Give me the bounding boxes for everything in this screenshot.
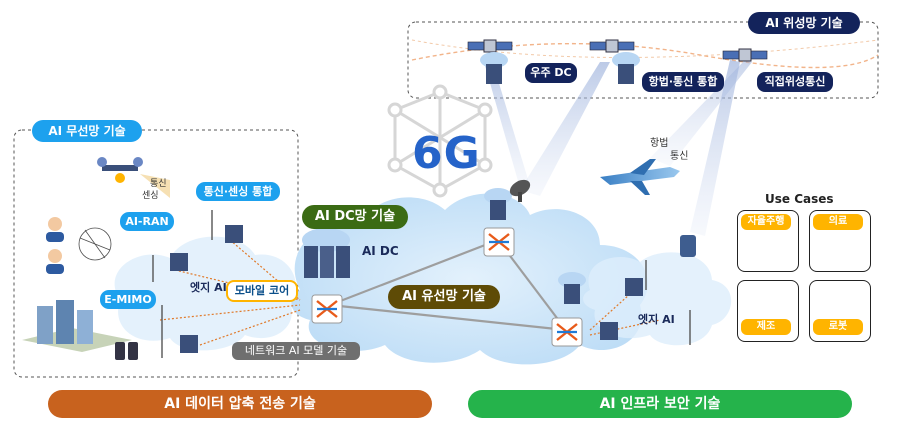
nav-comm-integration-label: 항법·통신 통합 (642, 72, 724, 92)
wireless-region (13, 129, 299, 378)
smartphone-icons (115, 235, 696, 360)
robot-label: 로봇 (813, 319, 863, 335)
satellite-tech-label: AI 위성망 기술 (748, 12, 860, 34)
satellite-icon-3 (722, 48, 768, 62)
orbit-line (411, 42, 879, 69)
ai-dc-net-label: AI DC망 기술 (302, 205, 408, 229)
nav-comm-server-icon (612, 52, 640, 84)
e-mimo-label: E-MIMO (100, 290, 156, 309)
router-icon-core-top (483, 227, 515, 257)
ai-dc-server-icon (302, 228, 350, 278)
comm-small-label: 통신 (150, 179, 167, 189)
ai-dc-label: AI DC (362, 244, 399, 258)
wireless-server-icons (170, 225, 643, 353)
manufacturing-label: 제조 (741, 319, 791, 335)
network-mesh-icon (387, 84, 493, 198)
ai-wired-label: AI 유선망 기술 (388, 285, 500, 309)
core-server-icon (484, 188, 512, 220)
use-cases-title: Use Cases (765, 192, 834, 206)
user-icon-1 (46, 217, 64, 242)
direct-satellite-label: 직접위성통신 (757, 72, 833, 92)
edge-ai-left-label: 엣지 AI (190, 281, 227, 294)
medical-label: 의료 (813, 214, 863, 230)
satellite-dish-icon (509, 179, 531, 202)
network-ai-model-label: 네트워크 AI 모델 기술 (232, 342, 360, 360)
ai-brain-icon (78, 227, 112, 261)
mobile-core-label: 모바일 코어 (226, 280, 298, 302)
space-dc-server-icon (480, 52, 508, 84)
edge-ai-right-label: 엣지 AI (638, 313, 675, 326)
drone-icon (97, 157, 143, 183)
space-dc-label: 우주 DC (525, 63, 577, 83)
autonomous-label: 자율주행 (741, 214, 791, 230)
infra-security-band: AI 인프라 보안 기술 (468, 390, 852, 418)
ai-ran-label: AI-RAN (120, 212, 174, 231)
edge-cloud (583, 252, 732, 346)
data-compress-band: AI 데이터 압축 전송 기술 (48, 390, 432, 418)
beam-4 (650, 60, 752, 166)
sensing-small-label: 센싱 (142, 191, 159, 201)
antenna-tower-icons (152, 210, 691, 358)
satellite-icon-2 (589, 39, 635, 53)
sensing-beam (140, 174, 170, 198)
edge-server-icon (558, 272, 586, 304)
wireless-tech-label: AI 무선망 기술 (32, 120, 142, 142)
wireless-cloud (114, 236, 296, 351)
router-icon-core-left (311, 294, 343, 324)
comm-sensing-integration-label: 통신·센싱 통합 (196, 182, 280, 201)
nav-label: 항법 (650, 138, 669, 149)
six-g-title: 6G (412, 128, 481, 179)
airplane-icon (600, 159, 680, 195)
user-icon-2 (46, 249, 64, 274)
comm-label: 통신 (670, 151, 689, 162)
satellite-icon-1 (467, 39, 513, 53)
city-buildings-icon (22, 300, 132, 352)
beam-1 (520, 62, 610, 196)
router-icon-edge (551, 317, 583, 347)
beam-2 (484, 60, 530, 188)
beam-3 (690, 60, 740, 236)
